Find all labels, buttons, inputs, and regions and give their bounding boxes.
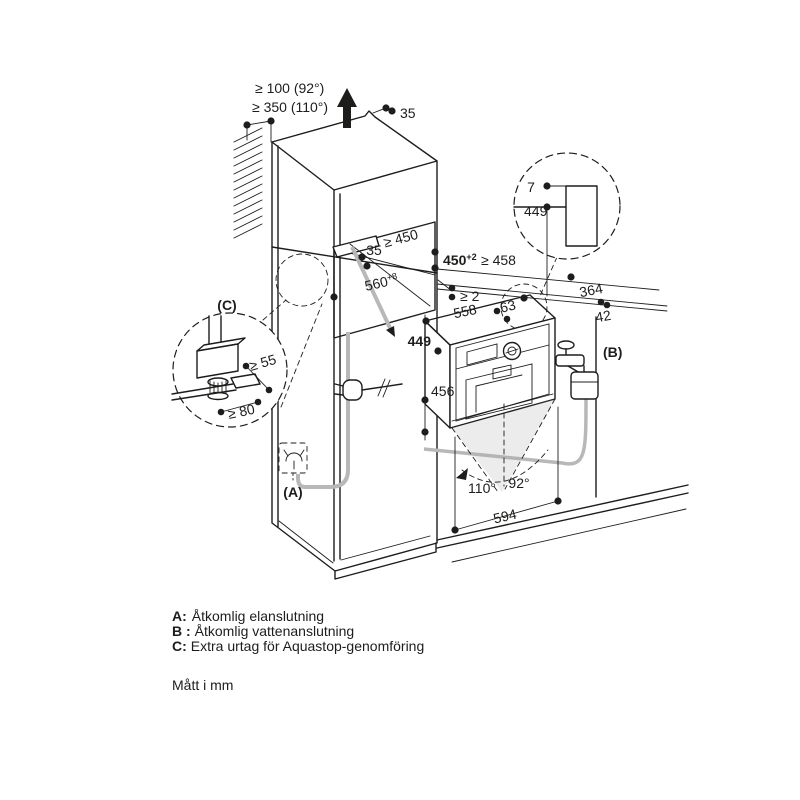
legend-b: B :Åtkomlig vattenanslutning bbox=[172, 623, 354, 639]
dim-niche-height: 450+2 bbox=[443, 252, 477, 268]
dim-top-gap: 35 bbox=[400, 105, 416, 121]
dim-panel-depth: 63 bbox=[498, 296, 517, 315]
dim-angle-92: 92° bbox=[508, 475, 529, 491]
dim-niche-strip: 35 bbox=[366, 242, 382, 258]
dimension-labels: ≥ 100 (92°) ≥ 350 (110°) 35 7 449 ≥ 450 … bbox=[217, 80, 622, 527]
door-swing bbox=[451, 398, 556, 493]
tap-icon bbox=[555, 340, 599, 400]
insertion-arrow-icon bbox=[386, 326, 395, 337]
water-pipe-line-2 bbox=[436, 288, 668, 312]
dim-angle-110: 110° bbox=[468, 480, 496, 496]
dim-base-width: 594 bbox=[492, 506, 519, 527]
shelf-bottom-edge bbox=[171, 389, 237, 401]
callout-b: (B) bbox=[603, 344, 622, 360]
legend-units: Mått i mm bbox=[172, 677, 233, 693]
shelf-top-edge bbox=[171, 383, 234, 395]
cup-recess bbox=[465, 363, 533, 420]
legend: A:Åtkomlig elanslutning B :Åtkomlig vatt… bbox=[172, 608, 424, 693]
niche bbox=[332, 221, 436, 339]
dim-appliance-width: 558 bbox=[452, 301, 478, 322]
right-side bbox=[436, 256, 689, 563]
display-panel bbox=[466, 343, 498, 366]
aquastop-valve-icon bbox=[570, 371, 599, 400]
dim-wall-distance: 364 bbox=[578, 280, 604, 300]
door-bottom-line bbox=[451, 393, 554, 422]
detail-circle-c bbox=[171, 312, 288, 428]
dimension-graphics bbox=[217, 104, 611, 534]
door-swing-shade bbox=[452, 399, 555, 492]
dim-detail-gap: 7 bbox=[527, 179, 535, 195]
door-swing-arrow-icon bbox=[456, 468, 468, 480]
legend-a: A:Åtkomlig elanslutning bbox=[172, 608, 324, 624]
niche-front-strip bbox=[332, 235, 380, 258]
water-hose bbox=[423, 398, 588, 466]
callout-a: (A) bbox=[283, 484, 302, 500]
shelf-notch bbox=[230, 373, 261, 389]
niche-reference-circle bbox=[275, 253, 329, 307]
detail-top-leader bbox=[539, 256, 558, 297]
appliance bbox=[424, 294, 556, 429]
dim-detail-height: 449 bbox=[524, 203, 548, 219]
detail-c-leader-2 bbox=[280, 303, 323, 408]
dim-front-height: 456 bbox=[431, 383, 455, 399]
coffee-spout-icon bbox=[492, 364, 512, 380]
water-pipe-line-1 bbox=[436, 283, 668, 307]
floor-line-3 bbox=[451, 508, 687, 563]
dim-clearance-110: ≥ 350 (110°) bbox=[252, 99, 328, 115]
callout-c: (C) bbox=[217, 297, 236, 313]
floor-line-1 bbox=[436, 484, 689, 541]
dim-outlet-depth: ≥ 80 bbox=[226, 401, 256, 422]
legend-c: C:Extra urtag för Aquastop-genomföring bbox=[172, 638, 424, 654]
dim-clearance-92: ≥ 100 (92°) bbox=[255, 80, 324, 96]
detail-circle-top bbox=[513, 152, 621, 297]
power-cable bbox=[296, 332, 350, 489]
insertion-path bbox=[350, 246, 392, 329]
up-arrow-icon bbox=[337, 88, 357, 128]
plinth-edge bbox=[334, 542, 437, 580]
dim-min-height: ≥ 458 bbox=[481, 252, 516, 268]
detail-c-leader-1 bbox=[262, 299, 287, 321]
dim-pipe-offset: 42 bbox=[594, 307, 612, 325]
detail-panel-profile bbox=[565, 185, 598, 247]
wall-top-line bbox=[436, 268, 660, 291]
dim-niche-width: 560+8 bbox=[363, 271, 399, 294]
dim-outlet-clearance: ≥ 55 bbox=[247, 351, 278, 374]
wall-hatch bbox=[233, 127, 263, 239]
plinth-inset-left bbox=[278, 520, 334, 564]
outlet-icon bbox=[278, 442, 308, 484]
cable-routing bbox=[296, 246, 588, 489]
door-swing-arc bbox=[461, 449, 549, 483]
floor-line-2 bbox=[436, 492, 689, 549]
dim-rear-gap: ≥ 2 bbox=[460, 288, 480, 304]
control-panel-line bbox=[455, 344, 550, 370]
aquastop-body bbox=[196, 343, 239, 379]
dim-appliance-height: 449 bbox=[408, 333, 432, 349]
plug-icon bbox=[334, 378, 403, 401]
appliance-door-frame bbox=[455, 323, 550, 422]
niche-interior bbox=[333, 221, 436, 339]
plinth-inset-front bbox=[340, 535, 431, 561]
outlet-box bbox=[278, 442, 308, 474]
